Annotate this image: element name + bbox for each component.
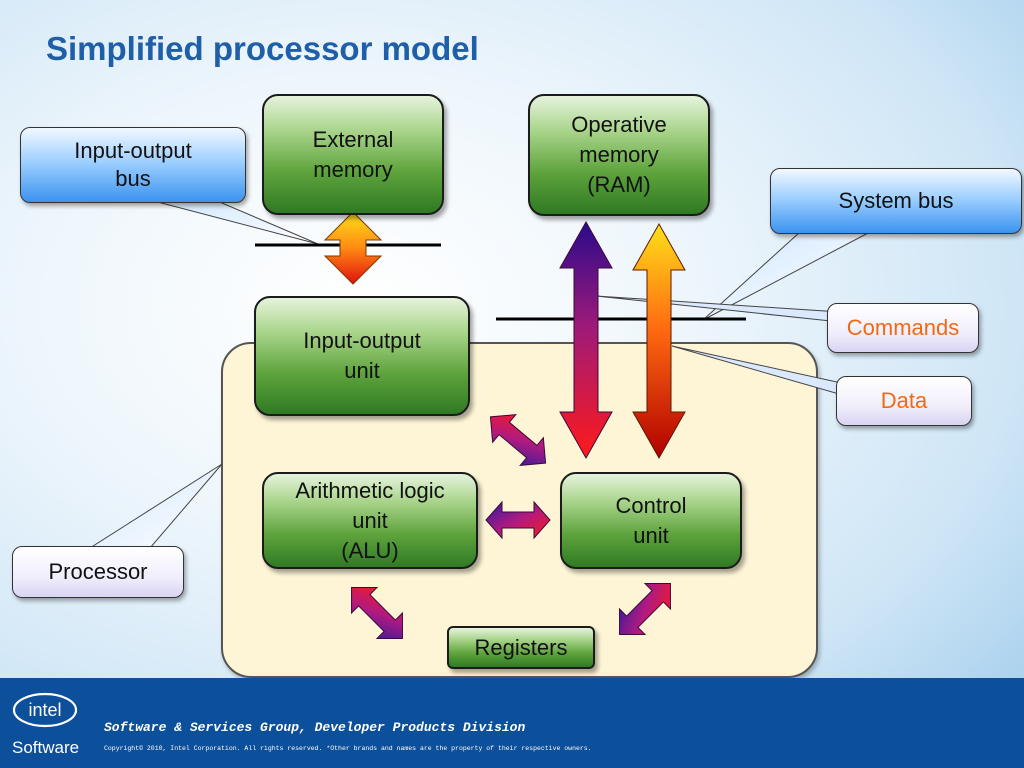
control-unit-box: Control unit bbox=[560, 472, 742, 569]
io-unit-label: Input-output unit bbox=[303, 328, 421, 383]
data-arrow bbox=[632, 222, 686, 460]
processor-callout-tail bbox=[88, 463, 223, 549]
ram-label: Operative memory (RAM) bbox=[571, 112, 667, 197]
commands-callout: Commands bbox=[827, 303, 979, 353]
io-bus-callout: Input-output bus bbox=[20, 127, 246, 203]
alu-box: Arithmetic logic unit (ALU) bbox=[262, 472, 478, 569]
intel-logo-text: intel bbox=[28, 700, 61, 720]
system-bus-callout-label: System bus bbox=[838, 188, 954, 213]
data-callout-tail bbox=[671, 345, 847, 397]
io-bus-arrow bbox=[323, 211, 383, 285]
system-bus-callout: System bus bbox=[770, 168, 1022, 234]
io-bus-callout-label: Input-output bus bbox=[74, 138, 192, 191]
data-callout-label: Data bbox=[880, 388, 928, 413]
intel-logo-icon: intel bbox=[12, 692, 78, 728]
processor-callout-label: Processor bbox=[48, 559, 148, 584]
footer-copyright: Copyright© 2010, Intel Corporation. All … bbox=[104, 745, 592, 752]
data-callout: Data bbox=[836, 376, 972, 426]
alu-control-arrow bbox=[485, 500, 551, 540]
processor-callout: Processor bbox=[12, 546, 184, 598]
commands-callout-label: Commands bbox=[846, 315, 960, 340]
registers-label: Registers bbox=[474, 634, 568, 660]
alu-registers-arrow bbox=[351, 587, 403, 639]
alu-label: Arithmetic logic unit (ALU) bbox=[295, 477, 445, 563]
control-unit-label: Control unit bbox=[615, 492, 687, 548]
external-memory-label: External memory bbox=[312, 126, 394, 182]
intel-software-label: Software bbox=[12, 738, 80, 757]
io-control-arrow bbox=[489, 414, 547, 466]
slide-title: Simplified processor model bbox=[46, 30, 479, 67]
commands-arrow bbox=[559, 220, 613, 460]
io-unit-box: Input-output unit bbox=[254, 296, 470, 416]
footer-group-text: Software & Services Group, Developer Pro… bbox=[104, 720, 526, 735]
footer-bar bbox=[0, 678, 1024, 768]
control-registers-arrow bbox=[619, 583, 671, 635]
ram-box: Operative memory (RAM) bbox=[528, 94, 710, 216]
registers-box: Registers bbox=[447, 626, 595, 669]
external-memory-box: External memory bbox=[262, 94, 444, 215]
